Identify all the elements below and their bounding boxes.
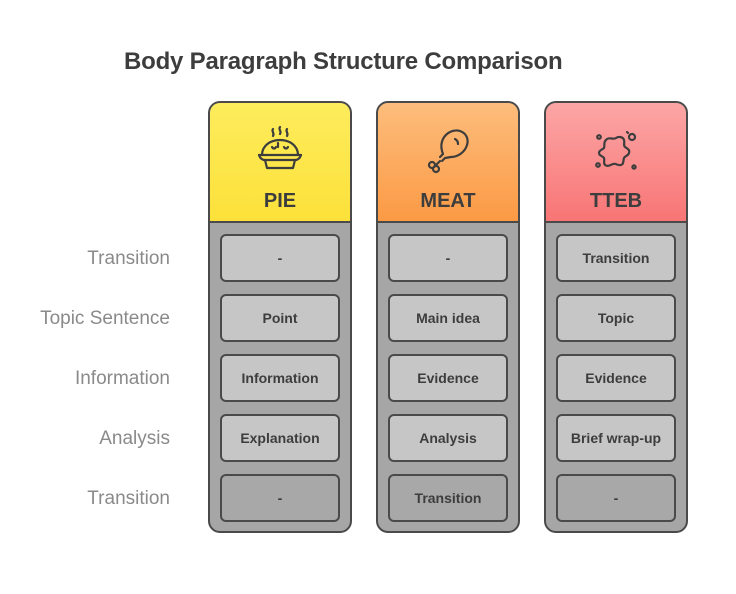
tteb-cell-information: Evidence bbox=[556, 354, 676, 402]
row-label-analysis: Analysis bbox=[99, 428, 170, 449]
column-meat: MEAT - Main idea Evidence Analysis Trans… bbox=[376, 101, 520, 533]
meat-cell-transition-top: - bbox=[388, 234, 508, 282]
chicken-leg-icon bbox=[422, 125, 474, 177]
column-tteb-header: TTEB bbox=[546, 103, 686, 223]
tteb-cell-transition-top: Transition bbox=[556, 234, 676, 282]
tteb-cell-topic: Topic bbox=[556, 294, 676, 342]
tteb-cell-transition-bottom: - bbox=[556, 474, 676, 522]
row-label-information: Information bbox=[74, 368, 170, 389]
column-meat-header: MEAT bbox=[378, 103, 518, 223]
meat-cell-analysis: Analysis bbox=[388, 414, 508, 462]
column-tteb: TTEB Transition Topic Evidence Brief wra… bbox=[544, 101, 688, 533]
row-label-topic-sentence: Topic Sentence bbox=[40, 308, 170, 329]
pie-cell-information: Information bbox=[220, 354, 340, 402]
column-meat-title: MEAT bbox=[420, 190, 476, 212]
page-title: Body Paragraph Structure Comparison bbox=[124, 48, 563, 75]
row-label-transition-top: Transition bbox=[87, 248, 170, 269]
row-label-transition-bottom: Transition bbox=[87, 488, 170, 509]
meat-cell-topic: Main idea bbox=[388, 294, 508, 342]
meat-cell-transition-bottom: Transition bbox=[388, 474, 508, 522]
pie-cell-transition-top: - bbox=[220, 234, 340, 282]
splatter-icon bbox=[590, 125, 642, 177]
column-pie-title: PIE bbox=[263, 190, 297, 212]
meat-cell-information: Evidence bbox=[388, 354, 508, 402]
column-pie: PIE - Point Information Explanation - bbox=[208, 101, 352, 533]
pie-cell-transition-bottom: - bbox=[220, 474, 340, 522]
pie-cell-analysis: Explanation bbox=[220, 414, 340, 462]
column-tteb-title: TTEB bbox=[589, 190, 643, 212]
column-pie-header: PIE bbox=[210, 103, 350, 223]
pie-icon bbox=[254, 125, 306, 177]
tteb-cell-analysis: Brief wrap-up bbox=[556, 414, 676, 462]
pie-cell-topic: Point bbox=[220, 294, 340, 342]
